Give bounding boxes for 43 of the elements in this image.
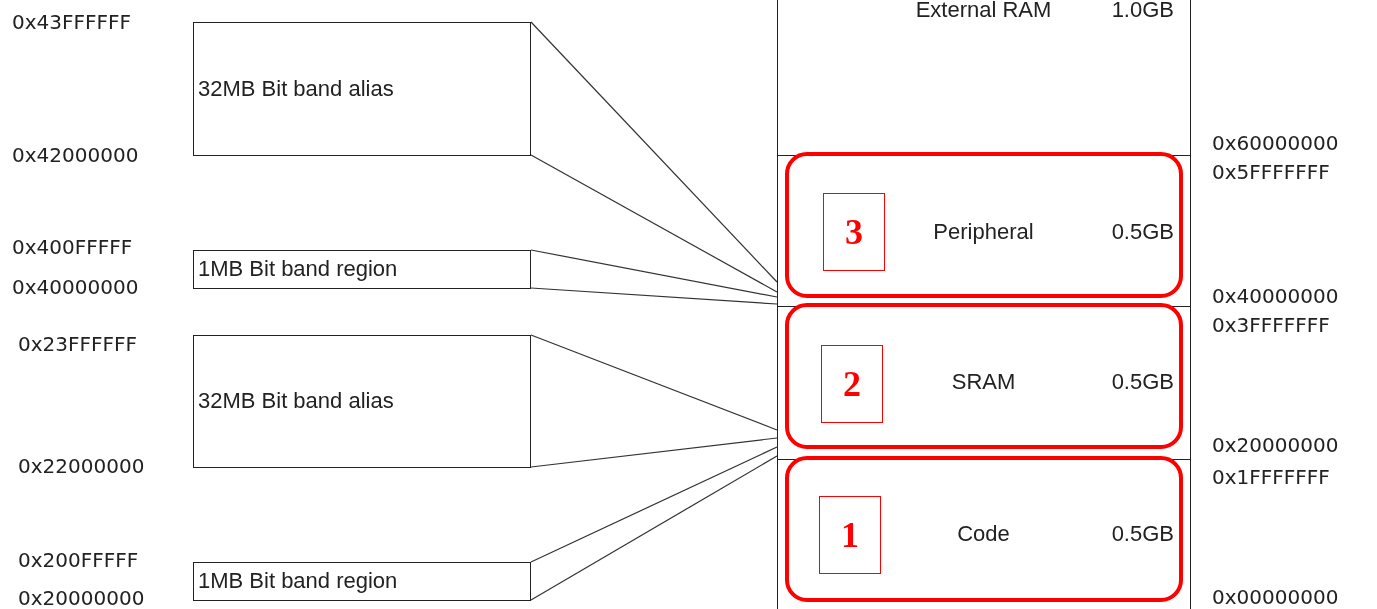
block-label: 32MB Bit band alias — [198, 75, 394, 102]
number-box: 3 — [823, 193, 885, 271]
memory-block-box — [193, 562, 531, 601]
address-label: 0x200FFFFF — [18, 548, 139, 572]
address-label: 0x00000000 — [1212, 585, 1339, 609]
connector-line — [530, 446, 778, 563]
address-label: 0x42000000 — [12, 143, 139, 167]
region-size: 0.5GB — [1111, 219, 1174, 245]
region-size: 0.5GB — [1111, 369, 1174, 395]
region-size: 1.0GB — [1111, 0, 1174, 23]
address-label: 0x60000000 — [1212, 131, 1339, 155]
number-box: 1 — [819, 496, 881, 574]
connector-line — [530, 249, 778, 298]
address-label: 0x5FFFFFFF — [1212, 160, 1330, 184]
region-size: 0.5GB — [1111, 521, 1174, 547]
connector-line — [530, 334, 778, 431]
connector-line — [530, 455, 778, 601]
memory-block-box — [193, 250, 531, 289]
address-label: 0x43FFFFFF — [12, 10, 132, 34]
block-label: 1MB Bit band region — [198, 568, 398, 594]
region-name: Code — [957, 521, 1010, 547]
connector-line — [530, 154, 778, 293]
address-label: 0x400FFFFF — [12, 235, 133, 259]
connector-line — [530, 21, 778, 283]
block-label: 32MB Bit band alias — [198, 388, 394, 414]
address-label: 0x22000000 — [18, 454, 145, 478]
memory-block-box — [193, 335, 531, 468]
address-label: 0x23FFFFFF — [18, 332, 138, 356]
memory-block-box — [193, 22, 531, 156]
address-label: 0x20000000 — [18, 586, 145, 609]
address-label: 0x40000000 — [1212, 284, 1339, 308]
address-label: 0x1FFFFFFF — [1212, 465, 1330, 489]
block-label: 1MB Bit band region — [198, 256, 398, 282]
connector-line — [530, 437, 778, 468]
region-name: SRAM — [951, 369, 1016, 395]
memory-region-band — [777, 0, 1191, 155]
number-box: 2 — [821, 345, 883, 423]
region-name: Peripheral — [933, 219, 1034, 245]
address-label: 0x20000000 — [1212, 433, 1339, 457]
address-label: 0x40000000 — [12, 275, 139, 299]
connector-line — [530, 287, 778, 305]
address-label: 0x3FFFFFFF — [1212, 313, 1330, 337]
region-name: External RAM — [915, 0, 1052, 23]
